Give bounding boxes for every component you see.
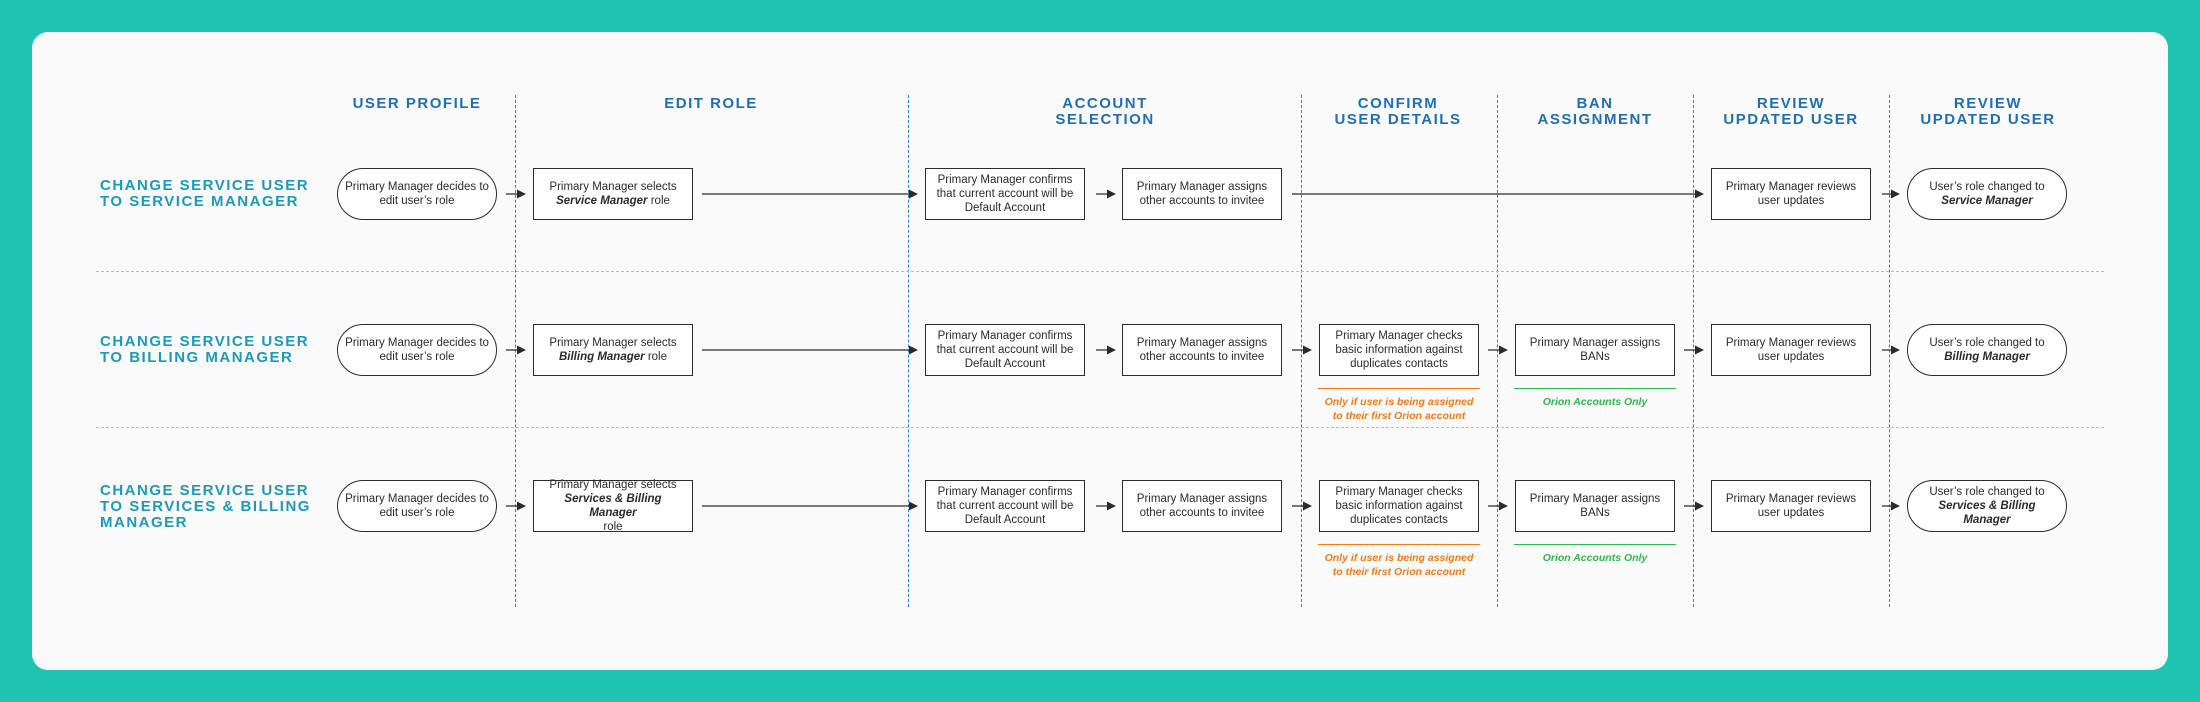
edit-role-name: Service Manager	[556, 195, 648, 207]
edit-role-name: Services & Billing Manager	[564, 493, 662, 519]
column-header-review-updated-user: REVIEW UPDATED USER	[1723, 95, 1859, 128]
step-text: Primary Manager confirms that current ac…	[936, 330, 1074, 370]
step-text: User’s role changed to Service Manager	[1929, 180, 2044, 208]
column-header-user-profile: USER PROFILE	[352, 95, 482, 112]
step-assign-accounts: Primary Manager assigns other accounts t…	[1122, 480, 1282, 532]
row-label-billing-manager: CHANGE SERVICE USER TO BILLING MANAGER	[100, 333, 310, 366]
step-check-contacts: Primary Manager checks basic information…	[1319, 324, 1479, 376]
condition-note-orion-accounts-only: Orion Accounts Only	[1514, 388, 1676, 409]
edit-role-post: role	[650, 195, 670, 207]
step-assign-bans: Primary Manager assigns BANs	[1515, 324, 1675, 376]
column-divider	[1301, 95, 1302, 607]
column-header-review-updated-user-2: REVIEW UPDATED USER	[1920, 95, 2056, 128]
step-user-profile: Primary Manager decides to edit user’s r…	[337, 168, 497, 220]
step-text: Primary Manager assigns other accounts t…	[1136, 493, 1268, 519]
step-text: User’s role changed to Services & Billing…	[1914, 485, 2060, 527]
edit-role-post: role	[603, 521, 623, 533]
row-divider	[96, 427, 2104, 428]
result-pre: User’s role changed to	[1929, 337, 2045, 349]
edit-role-pre: Primary Manager selects	[549, 337, 677, 349]
column-header-confirm-user-details: CONFIRM USER DETAILS	[1334, 95, 1462, 128]
step-assign-accounts: Primary Manager assigns other accounts t…	[1122, 168, 1282, 220]
step-text: Primary Manager assigns other accounts t…	[1136, 181, 1268, 207]
step-result: User’s role changed to Services & Billing…	[1907, 480, 2067, 532]
edit-role-pre: Primary Manager selects	[549, 181, 677, 193]
step-confirm-default-account: Primary Manager confirms that current ac…	[925, 168, 1085, 220]
step-confirm-default-account: Primary Manager confirms that current ac…	[925, 480, 1085, 532]
step-text: Primary Manager reviews user updates	[1725, 493, 1857, 519]
column-divider	[1889, 95, 1890, 607]
row-label-service-manager: CHANGE SERVICE USER TO SERVICE MANAGER	[100, 177, 310, 210]
step-text: Primary Manager checks basic information…	[1335, 330, 1463, 370]
step-review-user: Primary Manager reviews user updates	[1711, 168, 1871, 220]
step-review-user: Primary Manager reviews user updates	[1711, 324, 1871, 376]
column-header-edit-role: EDIT ROLE	[664, 95, 758, 112]
condition-note-first-orion-account: Only if user is being assigned to their …	[1318, 544, 1480, 579]
step-review-user: Primary Manager reviews user updates	[1711, 480, 1871, 532]
step-assign-accounts: Primary Manager assigns other accounts t…	[1122, 324, 1282, 376]
result-pre: User’s role changed to	[1929, 181, 2045, 193]
step-text: Primary Manager assigns BANs	[1529, 337, 1661, 363]
condition-note-orion-accounts-only: Orion Accounts Only	[1514, 544, 1676, 565]
step-text: Primary Manager assigns BANs	[1529, 493, 1661, 519]
result-pre: User’s role changed to	[1929, 486, 2045, 498]
column-header-account-selection: ACCOUNT SELECTION	[1055, 95, 1155, 128]
step-check-contacts: Primary Manager checks basic information…	[1319, 480, 1479, 532]
column-header-ban-assignment: BAN ASSIGNMENT	[1537, 95, 1653, 128]
condition-note-first-orion-account: Only if user is being assigned to their …	[1318, 388, 1480, 423]
result-role: Billing Manager	[1944, 351, 2030, 363]
row-divider	[96, 271, 2104, 272]
step-text: Primary Manager reviews user updates	[1725, 181, 1857, 207]
step-user-profile: Primary Manager decides to edit user’s r…	[337, 480, 497, 532]
column-divider	[1497, 95, 1498, 607]
edit-role-post: role	[647, 351, 667, 363]
column-divider	[515, 95, 516, 607]
step-confirm-default-account: Primary Manager confirms that current ac…	[925, 324, 1085, 376]
step-text: Primary Manager reviews user updates	[1725, 337, 1857, 363]
step-text: Primary Manager confirms that current ac…	[936, 174, 1074, 214]
column-divider	[1693, 95, 1694, 607]
step-user-profile: Primary Manager decides to edit user’s r…	[337, 324, 497, 376]
result-role: Services & Billing Manager	[1938, 500, 2036, 526]
step-text: Primary Manager decides to edit user’s r…	[345, 493, 489, 519]
step-text: Primary Manager decides to edit user’s r…	[345, 181, 489, 207]
step-assign-bans: Primary Manager assigns BANs	[1515, 480, 1675, 532]
step-text: Primary Manager checks basic information…	[1335, 486, 1463, 526]
column-divider	[908, 95, 909, 607]
row-label-services-billing-manager: CHANGE SERVICE USER TO SERVICES & BILLIN…	[100, 482, 311, 531]
edit-role-pre: Primary Manager selects	[549, 479, 677, 491]
step-result: User’s role changed to Service Manager	[1907, 168, 2067, 220]
step-result: User’s role changed to Billing Manager	[1907, 324, 2067, 376]
step-text: User’s role changed to Billing Manager	[1929, 336, 2044, 364]
edit-role-name: Billing Manager	[558, 351, 645, 363]
step-text: Primary Manager decides to edit user’s r…	[345, 337, 489, 363]
result-role: Service Manager	[1941, 195, 2033, 207]
step-text: Primary Manager assigns other accounts t…	[1136, 337, 1268, 363]
step-text: Primary Manager confirms that current ac…	[936, 486, 1074, 526]
